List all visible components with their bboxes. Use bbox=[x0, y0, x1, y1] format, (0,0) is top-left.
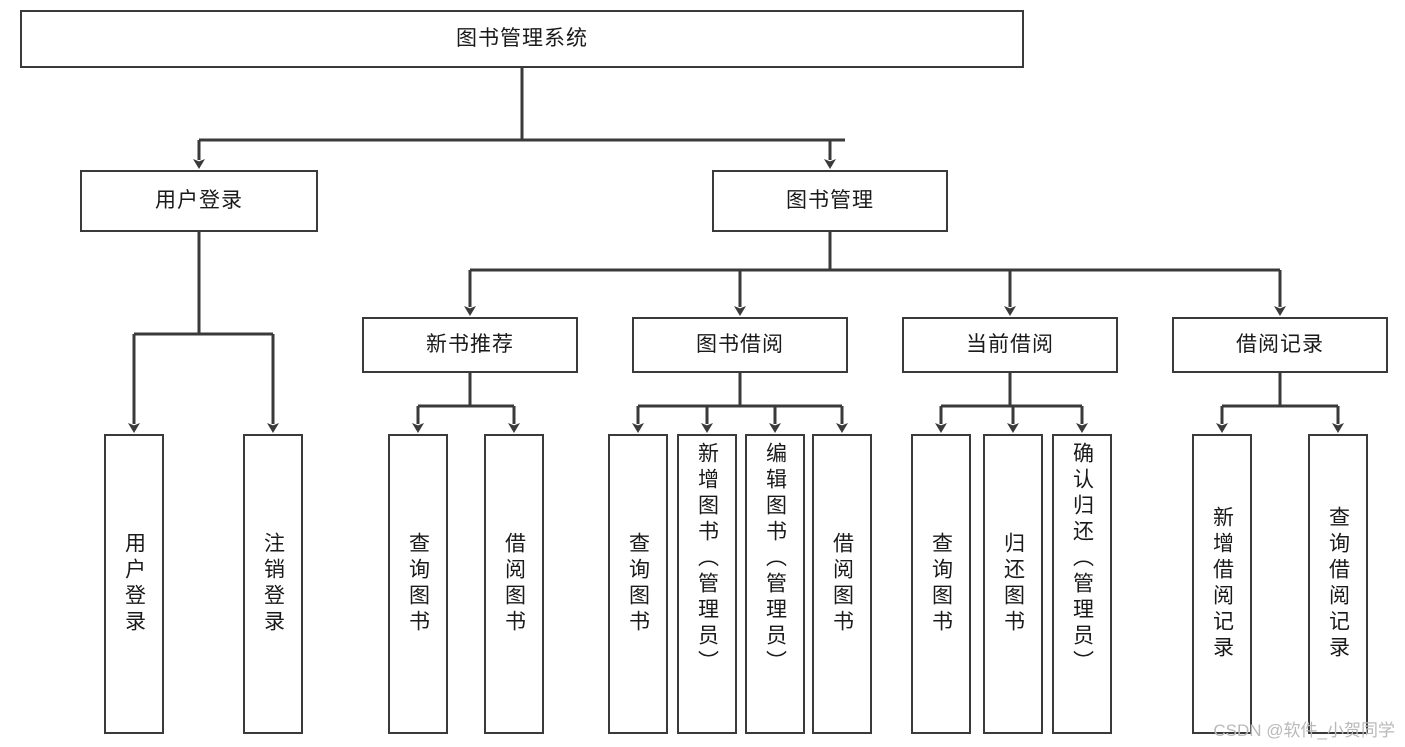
node-leaf-query-borrow-record-label: 查询借阅记录 bbox=[1326, 506, 1350, 662]
node-leaf-user-login[interactable]: 用户登录 bbox=[104, 434, 164, 734]
node-root-label: 图书管理系统 bbox=[456, 26, 588, 50]
node-user-login[interactable]: 用户登录 bbox=[80, 170, 318, 232]
node-borrow-record[interactable]: 借阅记录 bbox=[1172, 317, 1388, 373]
node-leaf-add-book-admin-label: 新增图书（管理员） bbox=[695, 442, 719, 676]
node-leaf-return-book[interactable]: 归还图书 bbox=[983, 434, 1043, 734]
node-leaf-edit-book-admin-label: 编辑图书（管理员） bbox=[763, 442, 787, 676]
node-leaf-query-book-3[interactable]: 查询图书 bbox=[911, 434, 971, 734]
node-leaf-query-book-1[interactable]: 查询图书 bbox=[388, 434, 448, 734]
node-leaf-query-book-2-label: 查询图书 bbox=[626, 532, 650, 636]
node-leaf-return-book-label: 归还图书 bbox=[1001, 532, 1025, 636]
node-leaf-borrow-book-2-label: 借阅图书 bbox=[830, 532, 854, 636]
edges-currentborrow-to-leaves bbox=[935, 373, 1088, 433]
node-leaf-edit-book-admin[interactable]: 编辑图书（管理员） bbox=[745, 434, 805, 734]
node-leaf-logout-login-label: 注销登录 bbox=[261, 532, 285, 636]
node-leaf-add-book-admin[interactable]: 新增图书（管理员） bbox=[677, 434, 737, 734]
node-book-borrow-label: 图书借阅 bbox=[696, 332, 784, 356]
node-leaf-confirm-return-admin-label: 确认归还（管理员） bbox=[1070, 442, 1094, 676]
node-leaf-borrow-book-2[interactable]: 借阅图书 bbox=[812, 434, 872, 734]
node-leaf-query-book-3-label: 查询图书 bbox=[929, 532, 953, 636]
node-leaf-add-borrow-record-label: 新增借阅记录 bbox=[1210, 506, 1234, 662]
edges-bookborrow-to-leaves bbox=[632, 373, 848, 433]
node-new-book-recommend[interactable]: 新书推荐 bbox=[362, 317, 578, 373]
node-leaf-add-borrow-record[interactable]: 新增借阅记录 bbox=[1192, 434, 1252, 734]
node-leaf-confirm-return-admin[interactable]: 确认归还（管理员） bbox=[1052, 434, 1112, 734]
node-leaf-query-borrow-record[interactable]: 查询借阅记录 bbox=[1308, 434, 1368, 734]
node-leaf-query-book-2[interactable]: 查询图书 bbox=[608, 434, 668, 734]
node-leaf-user-login-label: 用户登录 bbox=[122, 532, 146, 636]
node-book-borrow[interactable]: 图书借阅 bbox=[632, 317, 848, 373]
node-current-borrow-label: 当前借阅 bbox=[966, 332, 1054, 356]
node-leaf-borrow-book-1[interactable]: 借阅图书 bbox=[484, 434, 544, 734]
node-leaf-query-book-1-label: 查询图书 bbox=[406, 532, 430, 636]
edges-newbook-to-leaves bbox=[412, 373, 520, 433]
edges-borrowrecord-to-leaves bbox=[1216, 373, 1344, 433]
node-root[interactable]: 图书管理系统 bbox=[20, 10, 1024, 68]
node-leaf-borrow-book-1-label: 借阅图书 bbox=[502, 532, 526, 636]
watermark-text: CSDN @软件_小贺同学 bbox=[1213, 721, 1395, 740]
node-borrow-record-label: 借阅记录 bbox=[1236, 332, 1324, 356]
edges-userlogin-to-leaves bbox=[128, 232, 279, 433]
node-new-book-recommend-label: 新书推荐 bbox=[426, 332, 514, 356]
node-leaf-logout-login[interactable]: 注销登录 bbox=[243, 434, 303, 734]
node-book-manage-label: 图书管理 bbox=[786, 188, 874, 212]
edges-bookmanage-to-level2 bbox=[464, 232, 1286, 316]
node-book-manage[interactable]: 图书管理 bbox=[712, 170, 948, 232]
node-user-login-label: 用户登录 bbox=[155, 188, 243, 212]
edges-root-to-level1 bbox=[193, 68, 845, 169]
node-current-borrow[interactable]: 当前借阅 bbox=[902, 317, 1118, 373]
